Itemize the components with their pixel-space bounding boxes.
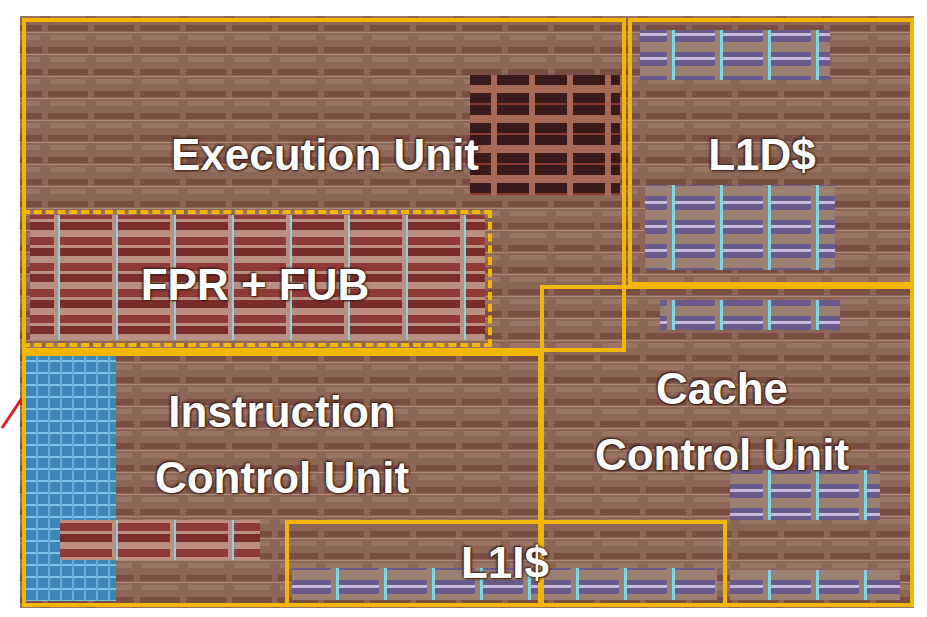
- fpr-fub-block: FPR + FUB: [22, 210, 492, 347]
- l1d-cache: L1D$: [628, 18, 914, 286]
- region-label: L1I$: [305, 530, 705, 596]
- region-label: L1D$: [642, 122, 882, 188]
- region-label: Cache Control Unit: [572, 356, 872, 488]
- region-label: Instruction Control Unit: [132, 379, 432, 511]
- cache-control-unit: Cache Control Unit: [540, 285, 914, 607]
- region-label: FPR + FUB: [45, 252, 465, 318]
- region-label: Execution Unit: [65, 122, 585, 188]
- execution-unit: Execution UnitFPR + FUB: [22, 18, 626, 352]
- l1i-cache: L1I$: [285, 520, 727, 607]
